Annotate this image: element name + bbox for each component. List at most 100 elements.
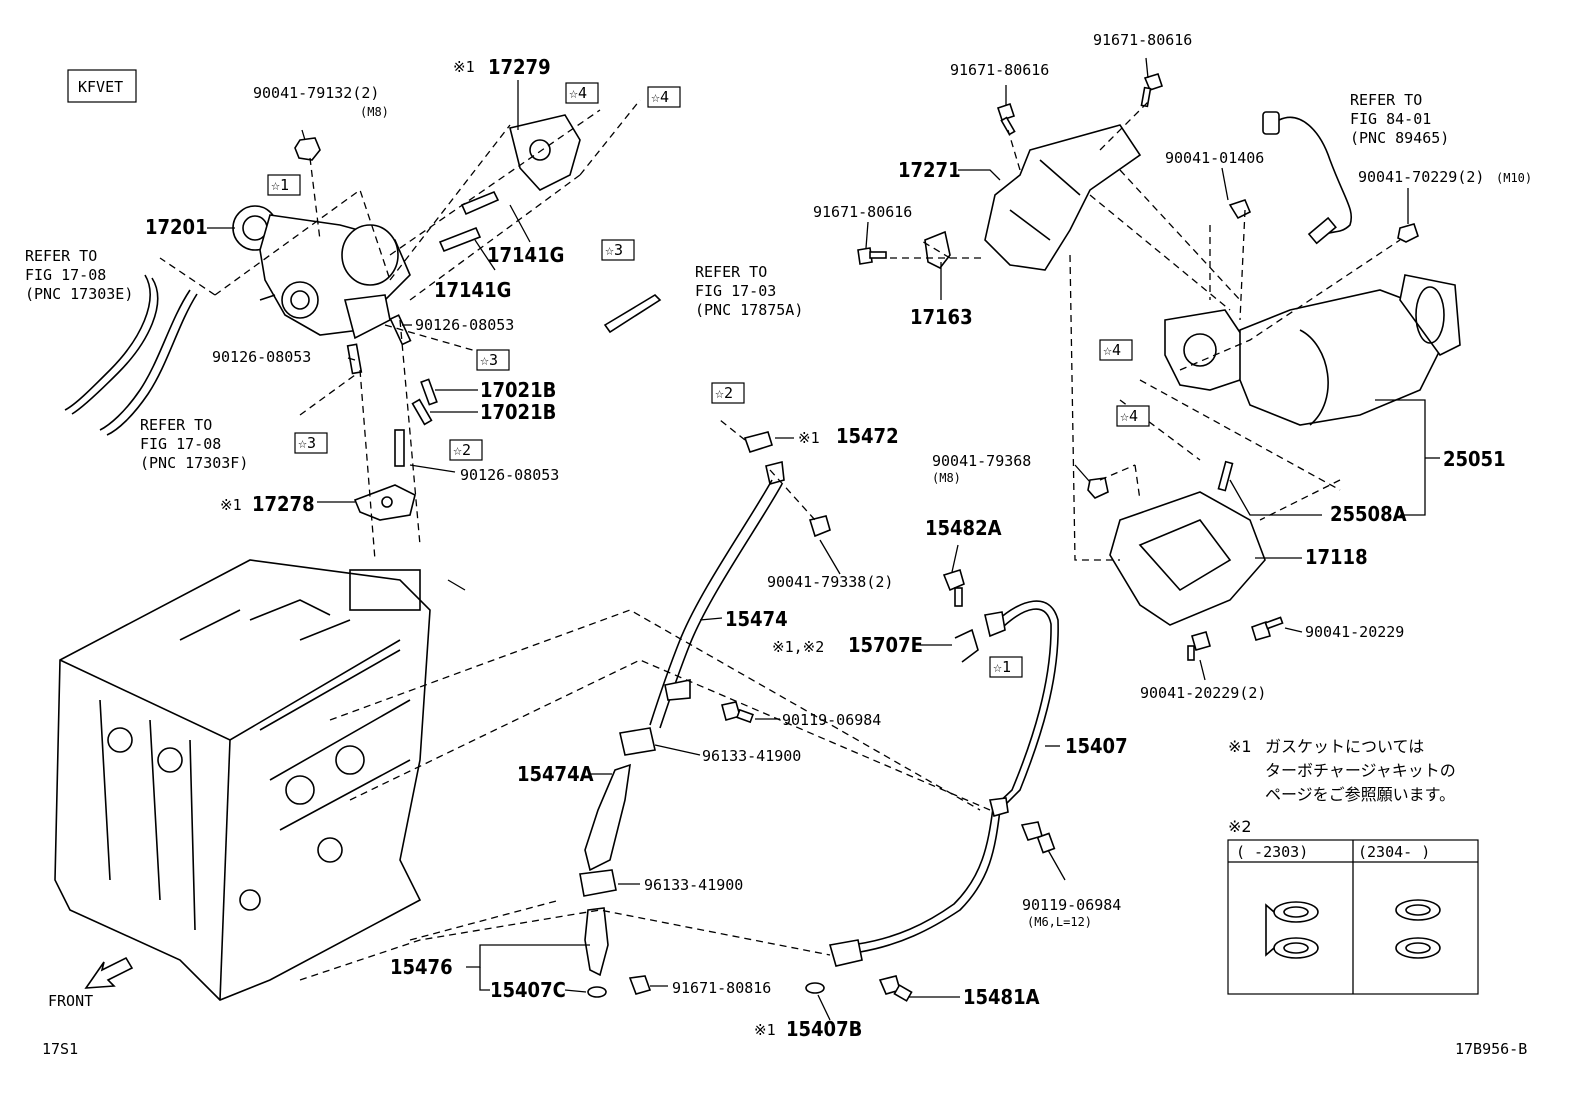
label-17141g-a: 17141G [487,243,564,267]
svg-text:☆4: ☆4 [1120,407,1138,425]
label-90041-20229-2: 90041-20229(2) [1140,684,1266,702]
ref-89465-line2: FIG 84-01 [1350,110,1431,128]
svg-text:☆2: ☆2 [453,441,471,459]
front-label: FRONT [48,992,93,1010]
label-m6: (M6,L=12) [1027,915,1092,929]
ref-17303f-line3: (PNC 17303F) [140,454,248,472]
ref-17875a-line1: REFER TO [695,263,767,281]
ref-89465-line3: (PNC 89465) [1350,129,1449,147]
footnote-1: ※1 ガスケットについては ターボチャージャキットの ページをご参照願います。 [1228,737,1456,804]
stud-25508a [1217,460,1234,492]
turbocharger-17201 [232,205,411,340]
svg-text:☆4: ☆4 [1103,341,1121,359]
heat-insulator-17271 [984,124,1142,271]
label-90041-79338: 90041-79338(2) [767,573,893,591]
label-15407: 15407 [1065,734,1128,758]
label-91671-80616-c: 91671-80616 [813,203,912,221]
note-mark-17279: ※1 [453,58,475,76]
gasket-15407b [805,982,825,994]
label-15407c: 15407C [490,978,566,1002]
model-code: KFVET [78,78,123,96]
hose-refs-left [64,274,198,436]
svg-text:☆4: ☆4 [651,88,669,106]
label-90126-08053-b: 90126-08053 [212,348,311,366]
label-17141g-b: 17141G [434,278,511,302]
label-15474: 15474 [725,607,788,631]
label-17118: 17118 [1305,545,1368,569]
label-96133-41900-b: 96133-41900 [644,876,743,894]
bolts-91671-80616 [857,73,1164,265]
gasket-old-type [1265,901,1319,959]
label-15474a: 15474A [517,762,594,786]
clip-15707e [954,628,979,663]
ref-17303e-line3: (PNC 17303E) [25,285,133,303]
o2-sensor-ref-89465 [1262,111,1353,245]
clamp-96133-41900-a [619,727,656,756]
oil-pipe-15474 [649,431,785,729]
table-header-right: (2304- ) [1358,843,1430,861]
gasket-15407c [587,986,607,998]
gasket-17279 [509,114,581,191]
reference-notes: REFER TO FIG 17-08 (PNC 17303E) REFER TO… [25,91,1449,472]
label-17278: 17278 [252,492,315,516]
leader-lines [207,57,1440,1021]
label-15407b: 15407B [786,1017,862,1041]
label-96133-41900-a: 96133-41900 [702,747,801,765]
svg-text:☆3: ☆3 [605,241,623,259]
label-25508a: 25508A [1330,502,1407,526]
label-17201: 17201 [145,215,208,239]
label-25051: 25051 [1443,447,1506,471]
label-17271: 17271 [898,158,961,182]
svg-text:☆3: ☆3 [480,351,498,369]
label-91671-80816: 91671-80816 [672,979,771,997]
ref-17303e-line1: REFER TO [25,247,97,265]
svg-text:☆3: ☆3 [298,434,316,452]
svg-text:☆1: ☆1 [993,658,1011,676]
star-marks: ☆1 ☆4 ☆4 ☆3 ☆3 ☆2 ☆3 ☆2 ☆1 ☆4 ☆4 [267,82,1150,678]
label-15482a: 15482A [925,516,1002,540]
heat-insulator-17118 [1109,491,1266,626]
nut-90041-70229 [1397,223,1419,243]
part-labels: 90041-79132(2) (M8) ※1 17279 17201 17141… [145,31,1532,1041]
oil-pipe-15407 [828,600,1059,967]
footnote-1-line1: ガスケットについては [1265,737,1424,756]
label-91671-80616-b: 91671-80616 [950,61,1049,79]
label-m10: (M10) [1496,171,1532,185]
stud-set-left [346,314,438,467]
bolt-91671-80816 [628,975,652,995]
bolt-90041-79338 [808,515,831,538]
label-90041-79368: 90041-79368 [932,452,1031,470]
clamp-96133-41900-b [579,869,617,897]
ref-17875a-line3: (PNC 17875A) [695,301,803,319]
label-17163: 17163 [910,305,973,329]
label-90119-06984-a: 90119-06984 [782,711,881,729]
footnote-1-mark: ※1 [1228,737,1252,756]
svg-text:☆4: ☆4 [569,84,587,102]
label-17279: 17279 [488,55,551,79]
page-code: 17S1 [42,1040,78,1058]
label-91671-80616-a: 91671-80616 [1093,31,1192,49]
label-90041-79132: 90041-79132(2) [253,84,379,102]
ref-89465-line1: REFER TO [1350,91,1422,109]
catalytic-converter-25051 [1164,274,1461,426]
gasket-ref-17875a [603,293,662,334]
figure-id: 17B956-B [1455,1040,1527,1058]
svg-text:☆2: ☆2 [715,384,733,402]
union-15476 [584,907,609,977]
label-90041-70229: 90041-70229(2) [1358,168,1484,186]
front-arrow: FRONT [48,956,134,1010]
note-mark-15407b: ※1 [754,1021,776,1039]
note-mark-15707e: ※1,※2 [772,638,824,656]
label-90126-08053-c: 90126-08053 [460,466,559,484]
label-90119-06984-b: 90119-06984 [1022,896,1121,914]
footnote-1-line3: ページをご参照願います。 [1265,785,1455,804]
label-15481a: 15481A [963,985,1040,1009]
stud-17141g [438,190,500,253]
gasket-new-type [1395,899,1441,959]
bolt-15482a [942,568,965,592]
footnote-2-mark: ※2 [1228,817,1252,836]
note-mark-17278: ※1 [220,496,242,514]
table-header-left: ( -2303) [1236,843,1308,861]
ref-17875a-line2: FIG 17-03 [695,282,776,300]
